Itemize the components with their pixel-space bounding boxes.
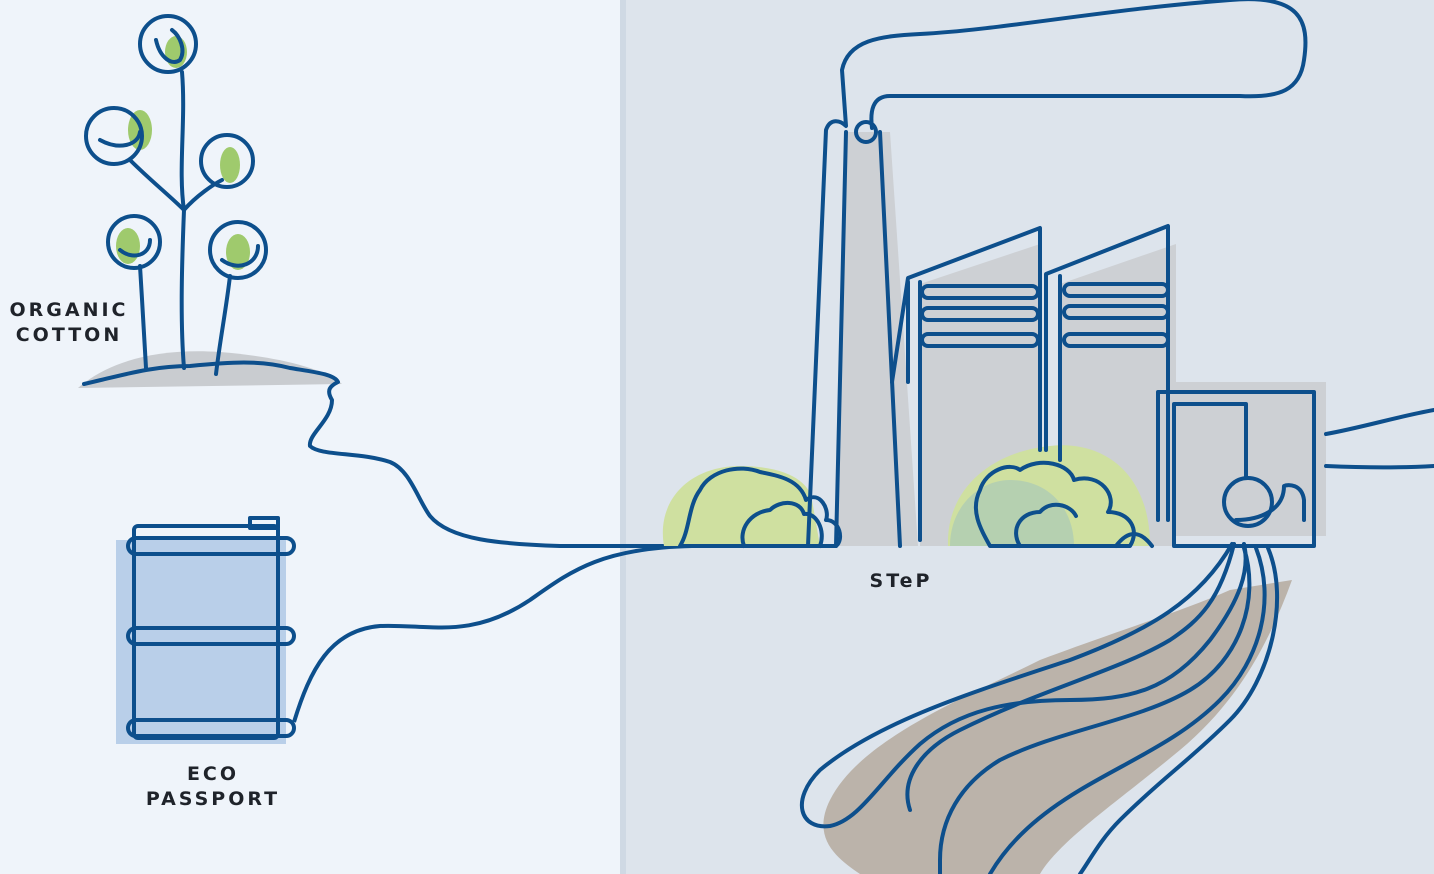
eco-passport-label: ECO PASSPORT [140, 762, 286, 812]
factory-icon [663, 0, 1434, 546]
organic-cotton-label-line2: COTTON [4, 323, 134, 348]
organic-cotton-label: ORGANIC COTTON [4, 298, 134, 348]
step-label-text: STeP [846, 569, 956, 594]
step-label: STeP [846, 569, 956, 594]
cotton-plant-icon [78, 16, 692, 546]
barrel-icon [116, 518, 692, 744]
eco-passport-label-line1: ECO [140, 762, 286, 787]
eco-passport-label-line2: PASSPORT [140, 787, 286, 812]
organic-cotton-label-line1: ORGANIC [4, 298, 134, 323]
